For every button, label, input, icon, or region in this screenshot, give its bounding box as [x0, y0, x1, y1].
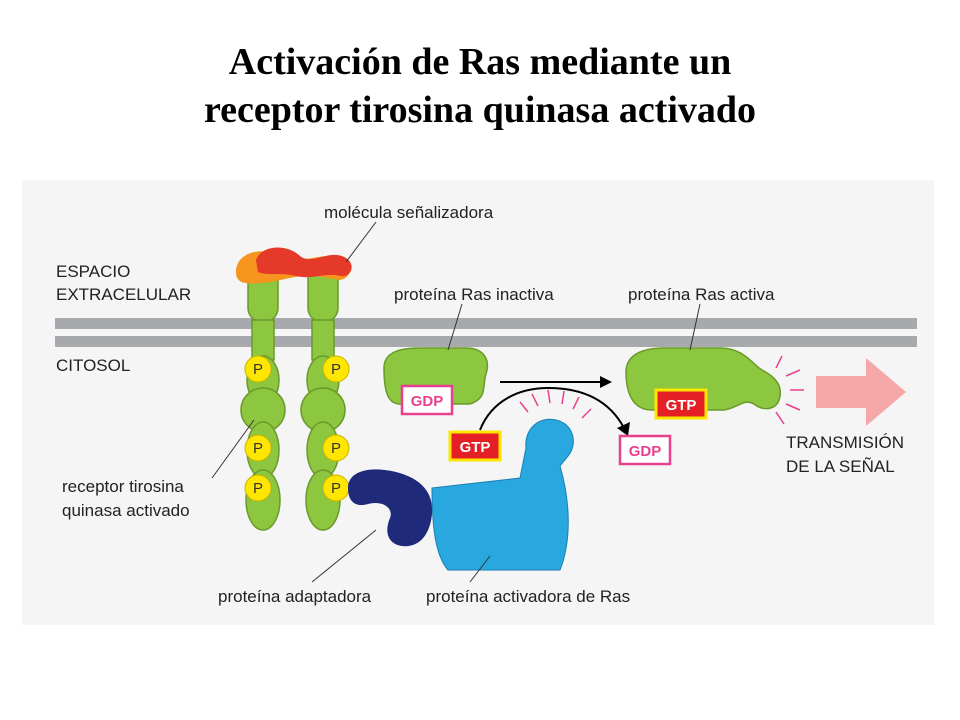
- transmission-label-line-2: DE LA SEÑAL: [786, 457, 895, 476]
- receptor-label-line-2: quinasa activado: [62, 501, 190, 520]
- gtp-label: GTP: [460, 439, 491, 456]
- exchange-arrows: [479, 381, 625, 431]
- leader-lines: [211, 221, 701, 583]
- page-title: Activación de Ras mediante un receptor t…: [0, 38, 960, 134]
- receptor-label-line-1: receptor tirosina: [62, 477, 184, 496]
- membrane-outer-layer: [55, 318, 917, 329]
- membrane-inner-layer: [55, 336, 917, 347]
- signal-molecule-label: molécula señalizadora: [324, 203, 494, 222]
- phosphate-group: P P P P P P: [244, 355, 350, 502]
- phosphate-label: P: [331, 361, 341, 378]
- activation-rays: [519, 389, 592, 419]
- adaptor-protein: [348, 469, 433, 547]
- ras-active-label: proteína Ras activa: [628, 285, 775, 304]
- extracellular-label-line-2: EXTRACELULAR: [56, 285, 191, 304]
- gdp-label: GDP: [411, 393, 444, 410]
- cytosol-label: CITOSOL: [56, 356, 130, 375]
- phosphate-label: P: [253, 361, 263, 378]
- title-line-1: Activación de Ras mediante un: [228, 41, 732, 83]
- phosphate-label: P: [253, 480, 263, 497]
- gtp-bound-box: [654, 388, 708, 420]
- title-line-2: receptor tirosina quinasa activado: [203, 89, 757, 131]
- gtp-box: [448, 430, 502, 462]
- phosphate-label: P: [331, 480, 341, 497]
- gdp-box: [400, 384, 454, 416]
- transmission-label-line-1: TRANSMISIÓN: [786, 433, 904, 452]
- phosphate-icon: [244, 474, 272, 502]
- arrow-head-icon: [617, 422, 630, 436]
- adaptor-protein-label: proteína adaptadora: [218, 587, 372, 606]
- phosphate-label: P: [331, 440, 341, 457]
- gdp-released-label: GDP: [629, 443, 662, 460]
- ras-inactive-label: proteína Ras inactiva: [394, 285, 554, 304]
- phosphate-icon: [244, 355, 272, 383]
- signal-molecule: [236, 247, 352, 284]
- ras-activator-protein: [431, 418, 574, 571]
- ras-activator-label: proteína activadora de Ras: [426, 587, 630, 606]
- signal-transmission-arrow: [816, 358, 906, 426]
- phosphate-icon: [244, 434, 272, 462]
- gtp-bound-label: GTP: [666, 397, 697, 414]
- active-rays: [775, 355, 804, 425]
- phosphate-icon: [322, 434, 350, 462]
- arrow-head-icon: [600, 376, 612, 388]
- extracellular-label-line-1: ESPACIO: [56, 262, 130, 281]
- phosphate-icon: [322, 355, 350, 383]
- gdp-released-box: [618, 434, 672, 466]
- phosphate-label: P: [253, 440, 263, 457]
